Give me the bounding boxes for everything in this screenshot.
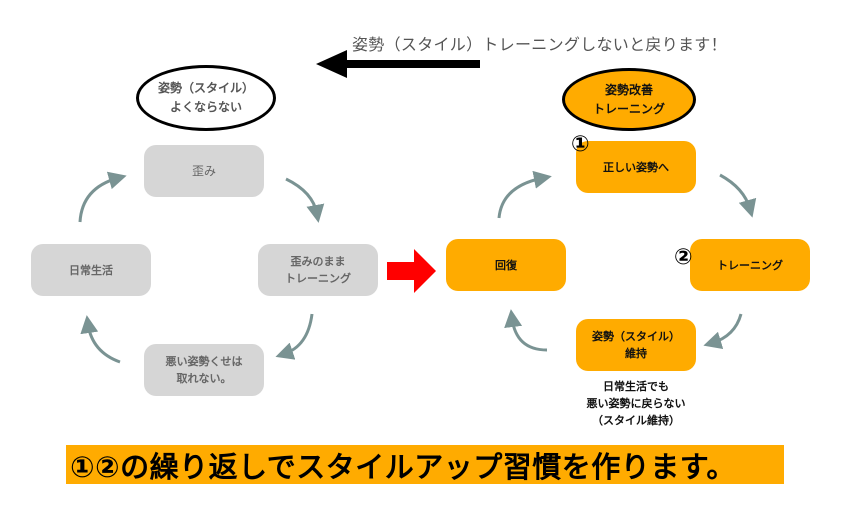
- caption-line-1: 日常生活でも: [603, 380, 669, 393]
- node-maintain-line-1: 姿勢（スタイル）: [592, 330, 680, 343]
- cycle-arrow-left-top: [78, 171, 127, 223]
- node-daily-life: 日常生活: [31, 244, 151, 296]
- good-title-line-1: 姿勢改善: [604, 82, 653, 97]
- bad-title-line-1: 姿勢（スタイル）: [157, 81, 254, 95]
- node-training-distorted-line-1: 歪みのまま: [290, 255, 346, 268]
- cycle-arrow-right-right: [719, 173, 757, 218]
- summary-banner: ①②の繰り返しでスタイルアップ習慣を作ります。: [66, 445, 784, 484]
- node-training-distorted-line-2: トレーニング: [285, 272, 351, 285]
- node-distortion: 歪み: [144, 145, 264, 197]
- back-arrow: [316, 50, 480, 78]
- node-daily-life-label: 日常生活: [69, 263, 113, 277]
- node-correct-posture: 正しい姿勢へ: [576, 141, 696, 193]
- warning-text: 姿勢（スタイル）トレーニングしないと戻ります！: [352, 35, 727, 54]
- cycle-arrow-right-bottom: [703, 313, 743, 349]
- node-training: トレーニング: [690, 239, 810, 291]
- maintain-caption: 日常生活でも 悪い姿勢に戻らない （スタイル維持）: [566, 378, 706, 429]
- caption-line-3: （スタイル維持）: [592, 414, 680, 427]
- bad-title-line-2: よくならない: [169, 100, 242, 114]
- bad-cycle-title: 姿勢（スタイル） よくならない: [136, 65, 276, 131]
- cycle-arrow-right-left: [504, 309, 548, 352]
- node-recovery: 回復: [446, 239, 566, 291]
- node-maintain-line-2: 維持: [625, 347, 647, 360]
- good-cycle-title: 姿勢改善 トレーニング: [562, 68, 696, 131]
- node-habit-stays-line-1: 悪い姿勢くせは: [165, 355, 243, 368]
- node-maintain: 姿勢（スタイル） 維持: [576, 319, 696, 371]
- step-marker-1: ①: [571, 132, 590, 157]
- node-distortion-label: 歪み: [191, 163, 216, 178]
- node-recovery-label: 回復: [495, 258, 517, 272]
- step-marker-2: ②: [674, 245, 693, 270]
- caption-line-2: 悪い姿勢に戻らない: [586, 397, 686, 410]
- cycle-arrow-left-right: [285, 177, 325, 223]
- node-habit-stays: 悪い姿勢くせは 取れない。: [144, 344, 264, 396]
- node-training-distorted: 歪みのまま トレーニング: [258, 244, 378, 296]
- node-training-label: トレーニング: [717, 258, 783, 272]
- cycle-arrow-right-top: [497, 170, 552, 219]
- summary-banner-text: ①②の繰り返しでスタイルアップ習慣を作ります。: [70, 449, 736, 484]
- node-correct-posture-label: 正しい姿勢へ: [603, 160, 669, 174]
- transition-arrow: [387, 249, 436, 293]
- cycle-arrow-left-bottom: [275, 313, 314, 360]
- cycle-arrow-left-left: [80, 315, 121, 364]
- good-title-line-2: トレーニング: [592, 101, 665, 116]
- node-habit-stays-line-2: 取れない。: [176, 372, 232, 385]
